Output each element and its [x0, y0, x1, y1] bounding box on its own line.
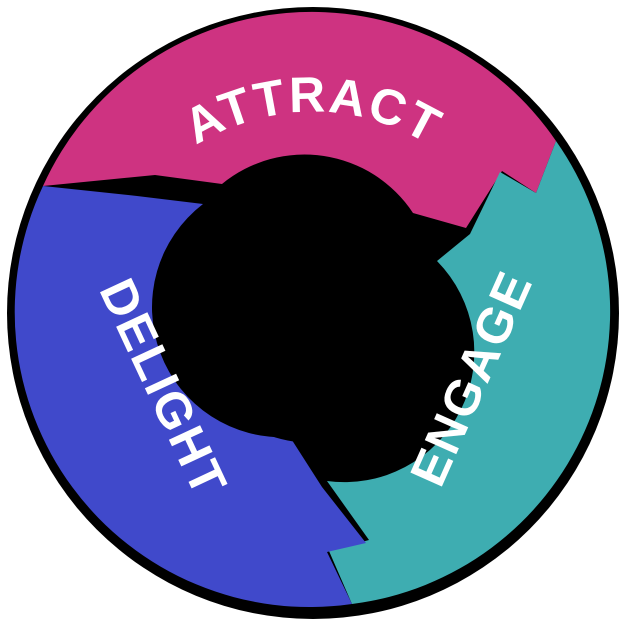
center-hub: [183, 183, 443, 443]
segment-engage-shape[interactable]: [327, 141, 611, 604]
segment-delight-shape[interactable]: [14, 186, 366, 608]
segment-attract-shape[interactable]: [43, 11, 556, 229]
segment-attract[interactable]: ATTRACT: [43, 11, 556, 229]
